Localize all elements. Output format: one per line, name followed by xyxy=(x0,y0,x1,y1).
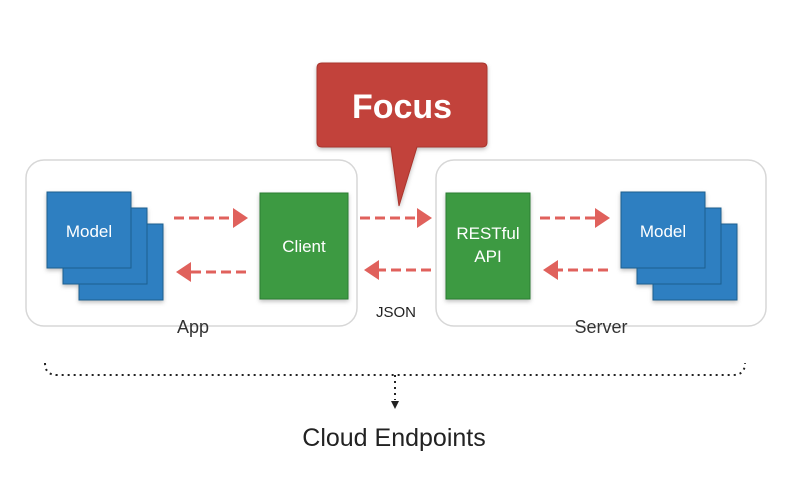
restful-api-box-rect xyxy=(445,192,531,300)
client-label: Client xyxy=(282,237,326,256)
arrow-model-to-api xyxy=(543,260,608,280)
focus-label: Focus xyxy=(352,88,452,126)
arrow-left-head xyxy=(543,260,558,280)
server-group-label: Server xyxy=(574,317,627,337)
server-model-stack: Model xyxy=(620,191,738,301)
arrow-left-head xyxy=(176,262,191,282)
brace-arrow-head xyxy=(391,401,399,409)
json-label: JSON xyxy=(376,304,416,321)
restful-api-label-line2: API xyxy=(474,247,501,266)
server-model-card-front xyxy=(620,191,706,269)
arrow-model-to-client xyxy=(174,208,248,228)
arrow-client-to-api xyxy=(360,208,432,228)
focus-callout-shape xyxy=(316,62,488,207)
arrow-right-head xyxy=(595,208,610,228)
arrow-right-head xyxy=(233,208,248,228)
app-model-stack: Model xyxy=(46,191,164,301)
arrow-client-to-model xyxy=(176,262,246,282)
cloud-endpoints-label: Cloud Endpoints xyxy=(302,424,485,452)
arrow-left-head xyxy=(364,260,379,280)
focus-callout: Focus xyxy=(316,62,488,207)
endpoints-brace xyxy=(44,362,746,409)
app-group-label: App xyxy=(177,317,209,337)
restful-api-box: RESTful API xyxy=(445,192,531,300)
server-model-label: Model xyxy=(640,222,686,241)
client-box-rect xyxy=(259,192,349,300)
app-model-card-front xyxy=(46,191,132,269)
restful-api-label-line1: RESTful xyxy=(456,224,519,243)
app-model-label: Model xyxy=(66,222,112,241)
arrow-api-to-model xyxy=(540,208,610,228)
arrow-api-to-client xyxy=(364,260,431,280)
arrow-right-head xyxy=(417,208,432,228)
brace-line xyxy=(44,362,746,376)
client-box: Client xyxy=(259,192,349,300)
